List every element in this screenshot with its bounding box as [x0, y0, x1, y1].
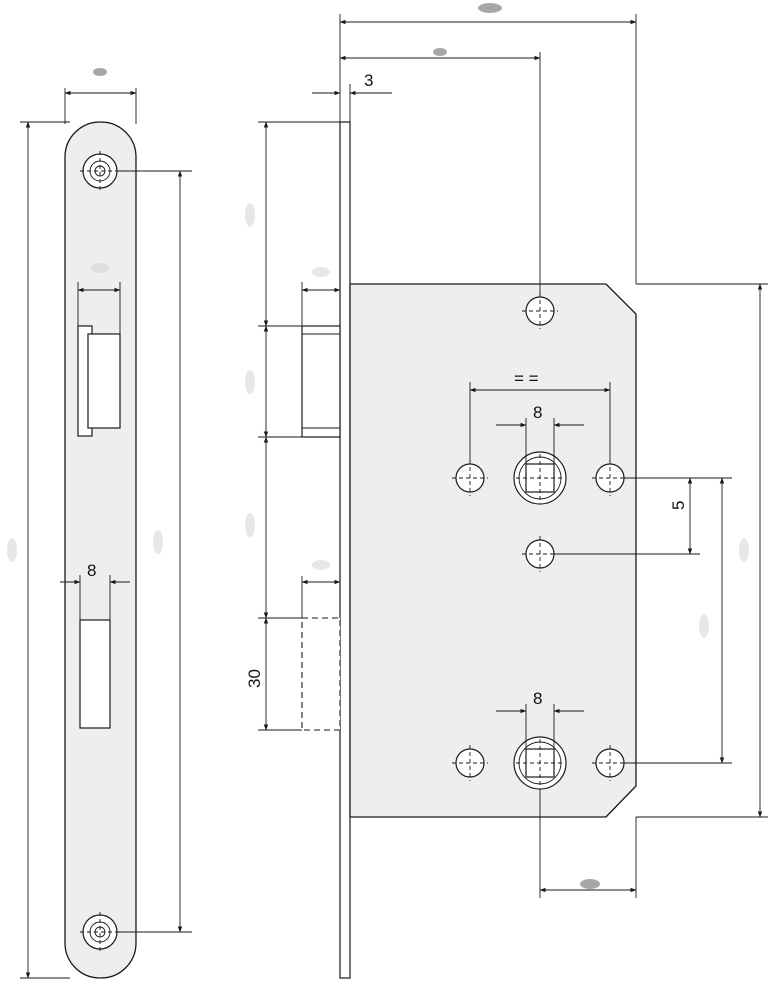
follower-cylinder-distance-dimension: [624, 477, 732, 764]
backset-dimension: [339, 48, 541, 296]
case-cylinder-left-hole: [452, 745, 488, 781]
faceplate-deadbolt-width-dimension: 8: [60, 561, 130, 620]
follower-square-dimension: 8: [496, 403, 584, 464]
dimension-label-deadbolt-width: 8: [87, 561, 96, 580]
faceplate-bottom-screw-hole: [80, 912, 120, 952]
faceplate-height-dimension: [7, 121, 70, 979]
backset-overall-dimension: [339, 3, 637, 284]
cylinder-backset-dimension: [539, 789, 637, 898]
dimension-label-thickness: 3: [364, 71, 373, 90]
cylinder-square-spindle: [513, 736, 567, 790]
faceplate-latch-width-dimension: [77, 263, 121, 334]
faceplate-outline: [64, 121, 137, 979]
dimension-label-equal-marks: = =: [514, 369, 539, 388]
case-follower-right-hole: [592, 460, 628, 496]
lock-side-view: 3 30: [245, 71, 392, 979]
faceplate-side-profile: [339, 121, 351, 979]
dimension-label-offset: 5: [669, 501, 688, 510]
lock-case-outline: [349, 283, 637, 818]
case-follower-left-hole: [452, 460, 488, 496]
latch-bolt-side: [301, 325, 341, 438]
lock-body-view: = = 8 5: [339, 3, 768, 898]
latch-projection-dimension: [301, 267, 341, 326]
dimension-label-follower-square: 8: [533, 403, 542, 422]
faceplate-width-dimension: [64, 68, 137, 124]
deadbolt-side-dashed: [301, 617, 341, 731]
side-vertical-chain-dimension: 30: [245, 121, 340, 731]
follower-square-spindle: [513, 451, 567, 505]
deadbolt-projection-dimension: [301, 560, 341, 618]
dimension-label-deadbolt-height: 30: [245, 669, 264, 688]
case-top-screw-hole: [522, 293, 558, 329]
faceplate-thickness-dimension: 3: [312, 71, 392, 122]
faceplate-top-screw-hole: [80, 151, 120, 191]
cylinder-square-dimension: 8: [496, 689, 584, 749]
faceplate-latch-opening: [77, 325, 121, 437]
dimension-label-cylinder-square: 8: [533, 689, 542, 708]
case-height-dimension: [636, 283, 768, 818]
offset-dimension: 5: [554, 477, 700, 555]
follower-holes-spacing-dimension: = =: [469, 369, 611, 462]
faceplate-screw-spacing-dimension: [118, 170, 192, 933]
faceplate-front-view: 8: [7, 68, 192, 979]
faceplate-deadbolt-opening: [79, 619, 111, 729]
